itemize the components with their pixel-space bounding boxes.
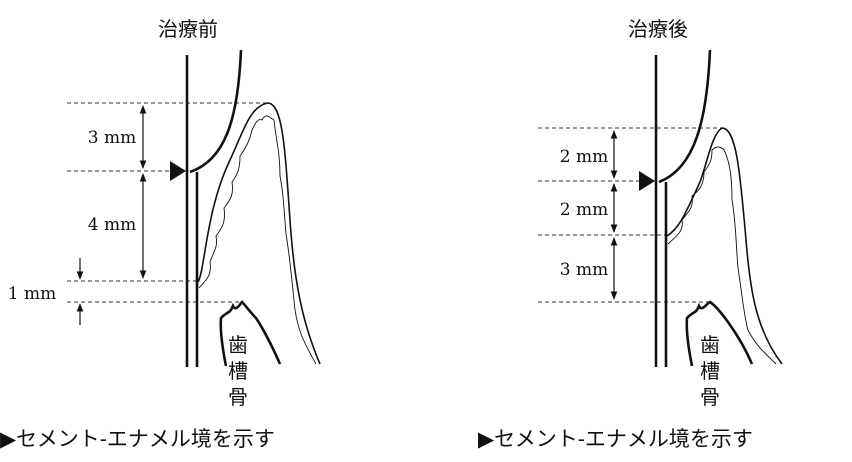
tooth-crown <box>189 49 243 174</box>
measure-label-2: 4 mm <box>88 215 136 235</box>
caption: ▶セメント-エナメル境を示す <box>478 427 753 451</box>
bone-label-char: 骨 <box>228 385 248 409</box>
measure-label-3: 1 mm <box>8 284 56 304</box>
gingiva-inner-line <box>198 115 317 365</box>
alveolar-bone <box>685 300 754 367</box>
cej-marker-icon <box>639 171 655 191</box>
gingiva-outline <box>197 102 321 365</box>
caption: ▶セメント-エナメル境を示す <box>0 427 275 451</box>
bone-label-char: 歯 <box>228 333 248 357</box>
measure-label-1: 2 mm <box>560 147 608 167</box>
measure-label-2: 2 mm <box>560 200 608 220</box>
panel-after: 治療後 2 mm 2 mm 3 mm 歯 槽 骨 ▶セメント-エナメル境を示す <box>478 17 783 451</box>
tooth-crown <box>658 49 712 184</box>
panel-title: 治療前 <box>158 17 218 41</box>
bone-label-char: 槽 <box>228 359 248 383</box>
panel-before: 治療前 3 mm 4 mm 1 mm 歯 槽 骨 ▶セメント-エナメル境を示す <box>0 17 321 451</box>
bone-label-char: 槽 <box>700 359 720 383</box>
measure-label-3: 3 mm <box>560 260 608 280</box>
gingiva-inner-line <box>667 146 777 365</box>
cej-marker-icon <box>170 161 186 181</box>
panel-title: 治療後 <box>628 17 688 41</box>
bone-label-char: 歯 <box>700 333 720 357</box>
alveolar-bone <box>219 300 282 367</box>
measure-label-1: 3 mm <box>88 128 136 148</box>
bone-label-char: 骨 <box>700 385 720 409</box>
